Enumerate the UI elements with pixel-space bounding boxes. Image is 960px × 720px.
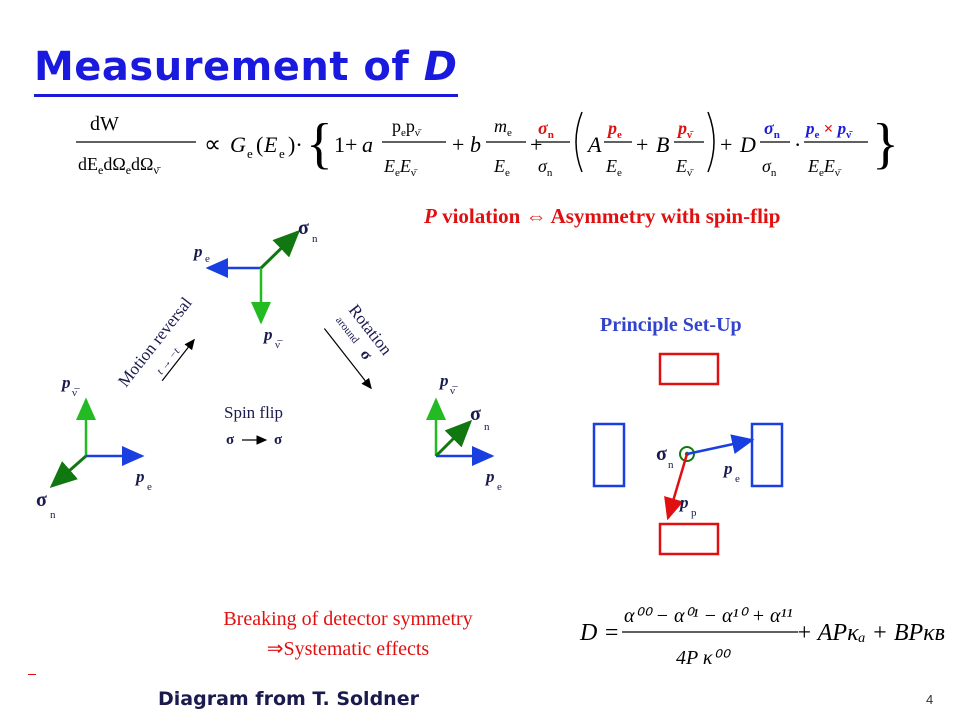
- spin-flip-group: Spin flip σ σ: [224, 403, 283, 448]
- right-sigma-sub: n: [484, 421, 490, 433]
- svg-text:dEedΩedΩν̄: dEedΩedΩν̄: [78, 154, 161, 177]
- svg-text:e: e: [247, 146, 253, 161]
- svg-text:σn: σn: [762, 156, 777, 179]
- rotation-group: Rotation around σ: [323, 301, 396, 390]
- right-pnu-sub: ν̅: [450, 385, 458, 397]
- svg-text:EeEν̄: EeEν̄: [807, 156, 842, 179]
- motion-reversal-label: Motion reversal: [114, 293, 196, 390]
- formula-tail: + APκₐ + BPκʙ: [796, 620, 945, 646]
- breaking-note: Breaking of detector symmetry ⇒Systemati…: [178, 604, 518, 664]
- diagram-credit: Diagram from T. Soldner: [158, 688, 419, 710]
- setup-pe: p: [722, 459, 733, 478]
- right-vector-triad: p ν̅ σ n p e: [426, 371, 502, 493]
- svg-text:B: B: [656, 132, 669, 157]
- setup-sigma-sub: n: [668, 459, 674, 471]
- right-pe-sub: e: [497, 481, 502, 493]
- left-vector-triad: p ν̅ p e σ n: [36, 373, 152, 521]
- left-pnu-sub: ν̅: [72, 387, 80, 399]
- right-pnu-label: p: [438, 371, 449, 390]
- rotation-sigma: σ: [357, 346, 376, 364]
- svg-text:∝: ∝: [204, 132, 221, 158]
- svg-text:Ee: Ee: [493, 156, 510, 179]
- svg-text:pe: pe: [606, 118, 622, 141]
- svg-text:+: +: [720, 132, 732, 157]
- top-pnu-label: p: [262, 325, 273, 344]
- svg-text:D: D: [739, 132, 756, 157]
- svg-text:Eν̄: Eν̄: [675, 156, 694, 179]
- setup-diagram: σ n p e p p: [592, 352, 784, 556]
- title-underline: [34, 94, 458, 97]
- top-sigma-sub: n: [312, 233, 318, 245]
- svg-text:A: A: [586, 132, 602, 157]
- svg-text:a: a: [362, 132, 373, 157]
- setup-sigma: σ: [656, 443, 667, 465]
- svg-text:Ee: Ee: [605, 156, 622, 179]
- svg-text:+: +: [636, 132, 648, 157]
- detector-right: [750, 422, 784, 488]
- page-title: Measurement of D: [34, 44, 457, 90]
- top-pe-sub: e: [205, 253, 210, 265]
- setup-pp-sub: p: [691, 507, 697, 519]
- svg-text:+: +: [530, 132, 542, 157]
- left-pe-label: p: [134, 467, 145, 486]
- spin-out-of-page-icon: [679, 446, 695, 462]
- formula-denominator: 4P κ⁰⁰: [676, 647, 731, 669]
- top-sigma-label: σ: [298, 217, 309, 239]
- svg-text:(: (: [256, 132, 263, 157]
- spin-flip-sigma-a: σ: [226, 432, 235, 448]
- top-pe-label: p: [192, 242, 203, 261]
- title-var: D: [423, 44, 458, 90]
- svg-text:E: E: [263, 132, 278, 157]
- right-pe-label: p: [484, 467, 495, 486]
- svg-text:dW: dW: [90, 113, 119, 135]
- svg-text:pepν̄: pepν̄: [392, 116, 422, 139]
- left-sigma-label: σ: [36, 489, 47, 511]
- spin-flip-label: Spin flip: [224, 403, 283, 422]
- svg-text:pν̄: pν̄: [676, 118, 694, 141]
- p-violation-statement: P violation ⇔ Asymmetry with spin-flip: [424, 204, 780, 229]
- d-coefficient-formula: D = α⁰⁰ − α⁰¹ − α¹⁰ + α¹¹ 4P κ⁰⁰ + APκₐ …: [579, 605, 945, 669]
- left-pe-sub: e: [147, 481, 152, 493]
- p-symbol: P: [424, 204, 437, 228]
- svg-text:1+: 1+: [334, 132, 357, 157]
- detector-bottom: [658, 522, 720, 556]
- svg-text:e: e: [279, 146, 285, 161]
- detector-left: [592, 422, 626, 488]
- setup-pe-sub: e: [735, 473, 740, 485]
- formula-numerator: α⁰⁰ − α⁰¹ − α¹⁰ + α¹¹: [624, 605, 793, 627]
- svg-text:EeEν̄: EeEν̄: [383, 156, 418, 179]
- breaking-line-2: ⇒Systematic effects: [266, 638, 430, 660]
- svg-text:σn: σn: [538, 156, 553, 179]
- svg-text:}: }: [872, 113, 899, 175]
- decorative-dash: [28, 674, 36, 675]
- detector-top: [658, 352, 720, 386]
- svg-text:)·: )·: [288, 132, 303, 157]
- svg-text:me: me: [494, 116, 512, 139]
- svg-text:·: ·: [794, 132, 801, 157]
- right-sigma-label: σ: [470, 403, 481, 425]
- left-sigma-sub: n: [50, 509, 56, 521]
- decay-rate-formula: dW dEedΩedΩν̄ ∝ G e ( E e )· { 1+ a pepν…: [76, 111, 899, 179]
- left-pnu-label: p: [60, 373, 71, 392]
- top-vector-triad: p e σ n p ν̅: [192, 217, 318, 351]
- setup-label: Principle Set-Up: [600, 314, 742, 336]
- setup-pp: p: [678, 493, 689, 512]
- top-pnu-sub: ν̅: [275, 339, 283, 351]
- page-number: 4: [926, 692, 934, 707]
- spin-flip-sigma-b: σ: [274, 432, 283, 448]
- svg-text:pe × pν̄: pe × pν̄: [804, 119, 853, 141]
- svg-text:b: b: [470, 132, 481, 157]
- p-violation-text: violation ⇔ Asymmetry with spin-flip: [436, 204, 781, 228]
- title-main: Measurement of: [34, 44, 424, 90]
- motion-reversal-group: Motion reversal t → −t: [114, 293, 196, 390]
- svg-text:σn: σn: [764, 118, 780, 141]
- svg-text:+: +: [452, 132, 464, 157]
- symmetry-diagram: p e σ n p ν̅ Motion reversal t → −t Rota…: [36, 217, 502, 521]
- formula-lhs: D =: [579, 620, 620, 646]
- svg-text:{: {: [306, 113, 333, 175]
- svg-text:σn: σn: [538, 118, 554, 141]
- svg-text:G: G: [230, 132, 246, 157]
- breaking-line-1: Breaking of detector symmetry: [223, 608, 473, 630]
